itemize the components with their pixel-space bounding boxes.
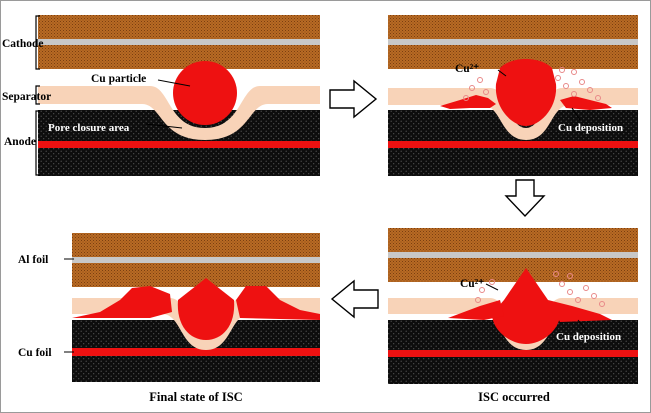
cathode-layer [388,228,638,252]
al-foil-layer [38,39,320,45]
cu-particle [173,61,237,125]
cathode-layer [38,15,320,39]
caption-final-state: Final state of ISC [149,390,242,404]
cathode-layer [388,258,638,282]
cu-dendrite-right [236,286,320,320]
cu-dendrite-left [72,286,172,318]
al-foil-layer [72,257,320,263]
cu-foil-layer [72,348,320,356]
label-separator: Separator [2,91,51,103]
cu-particle-dissolving [495,59,557,126]
separator-layer [38,86,320,140]
caption-isc-occurred: ISC occurred [478,390,550,404]
cu-ions [463,67,601,101]
label-cu2plus: Cu²⁺ [455,63,479,75]
cu-foil-layer [388,350,638,357]
layer-brackets [35,15,40,176]
arrow-down-icon [504,179,546,218]
label-anode: Anode [4,136,36,148]
cu-ions [475,271,605,307]
cu-foil-layer [38,141,320,148]
panel-final-state [72,233,320,382]
cu-particle-dissolved [177,278,235,340]
al-foil-layer [388,252,638,258]
label-cu2plus: Cu²⁺ [460,278,484,290]
panel-dissolution [388,15,638,176]
panel-isc-occurred [388,228,638,384]
pointer-lines [64,69,587,353]
label-cu-particle: Cu particle [91,73,146,85]
cu-deposition-left [440,95,496,109]
label-cu-deposition: Cu deposition [558,122,623,134]
cu-deposition-left [448,300,504,320]
cathode-layer [38,45,320,69]
cathode-layer [72,263,320,287]
arrow-left-icon [330,279,379,319]
cu-particle-dissolving [492,268,560,344]
label-al-foil: Al foil [18,254,48,266]
cu-deposition-right [560,96,612,110]
label-cathode: Cathode [2,38,44,50]
panel-initial [38,15,320,176]
al-foil-layer [388,39,638,45]
cathode-layer [72,233,320,257]
cu-foil-layer [388,141,638,148]
arrow-right-icon [329,79,378,119]
label-cu-deposition: Cu deposition [556,331,621,343]
label-cu-foil: Cu foil [18,347,52,359]
cu-deposition-right [548,300,612,322]
label-pore-closure-area: Pore closure area [48,122,130,134]
cathode-layer [388,15,638,39]
